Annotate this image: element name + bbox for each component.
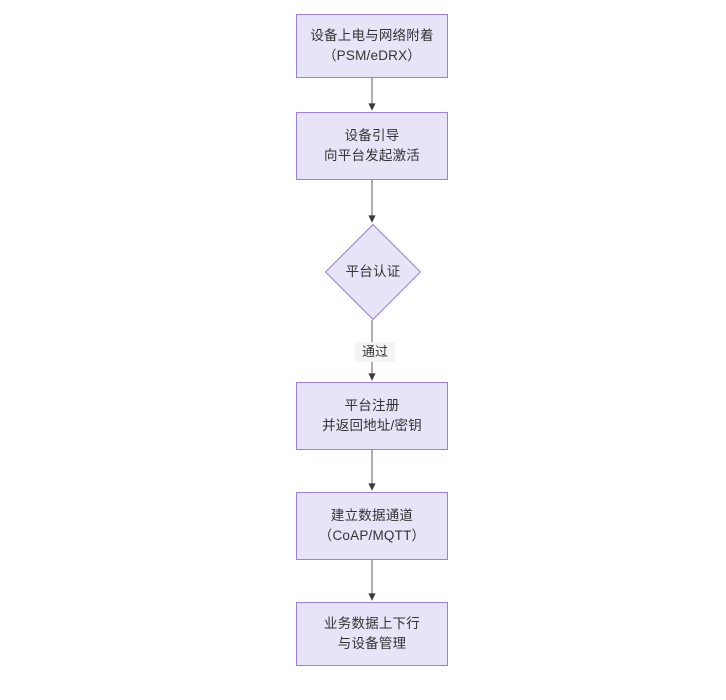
node-data-channel[interactable]: 建立数据通道 （CoAP/MQTT） bbox=[296, 492, 448, 560]
node-power-on[interactable]: 设备上电与网络附着 （PSM/eDRX） bbox=[296, 14, 448, 78]
node-business-data-line-2: 与设备管理 bbox=[337, 636, 407, 651]
node-bootstrap[interactable]: 设备引导 向平台发起激活 bbox=[296, 112, 448, 180]
node-business-data-line-1: 业务数据上下行 bbox=[324, 616, 420, 631]
node-power-on-line-2: （PSM/eDRX） bbox=[322, 48, 422, 63]
node-bootstrap-line-1: 设备引导 bbox=[344, 128, 400, 143]
node-platform-auth[interactable]: 平台认证 bbox=[325, 224, 421, 320]
diamond-shape-icon bbox=[325, 224, 421, 320]
node-platform-register-line-1: 平台注册 bbox=[344, 398, 400, 413]
node-data-channel-line-2: （CoAP/MQTT） bbox=[318, 528, 426, 543]
node-platform-register-line-2: 并返回地址/密钥 bbox=[322, 418, 422, 433]
node-bootstrap-line-2: 向平台发起激活 bbox=[324, 148, 420, 163]
node-business-data[interactable]: 业务数据上下行 与设备管理 bbox=[296, 602, 448, 666]
node-platform-register[interactable]: 平台注册 并返回地址/密钥 bbox=[296, 382, 448, 450]
edge-label-pass: 通过 bbox=[355, 342, 395, 362]
node-data-channel-line-1: 建立数据通道 bbox=[330, 508, 414, 523]
node-power-on-line-1: 设备上电与网络附着 bbox=[310, 28, 434, 43]
node-platform-auth-label: 平台认证 bbox=[345, 264, 401, 279]
